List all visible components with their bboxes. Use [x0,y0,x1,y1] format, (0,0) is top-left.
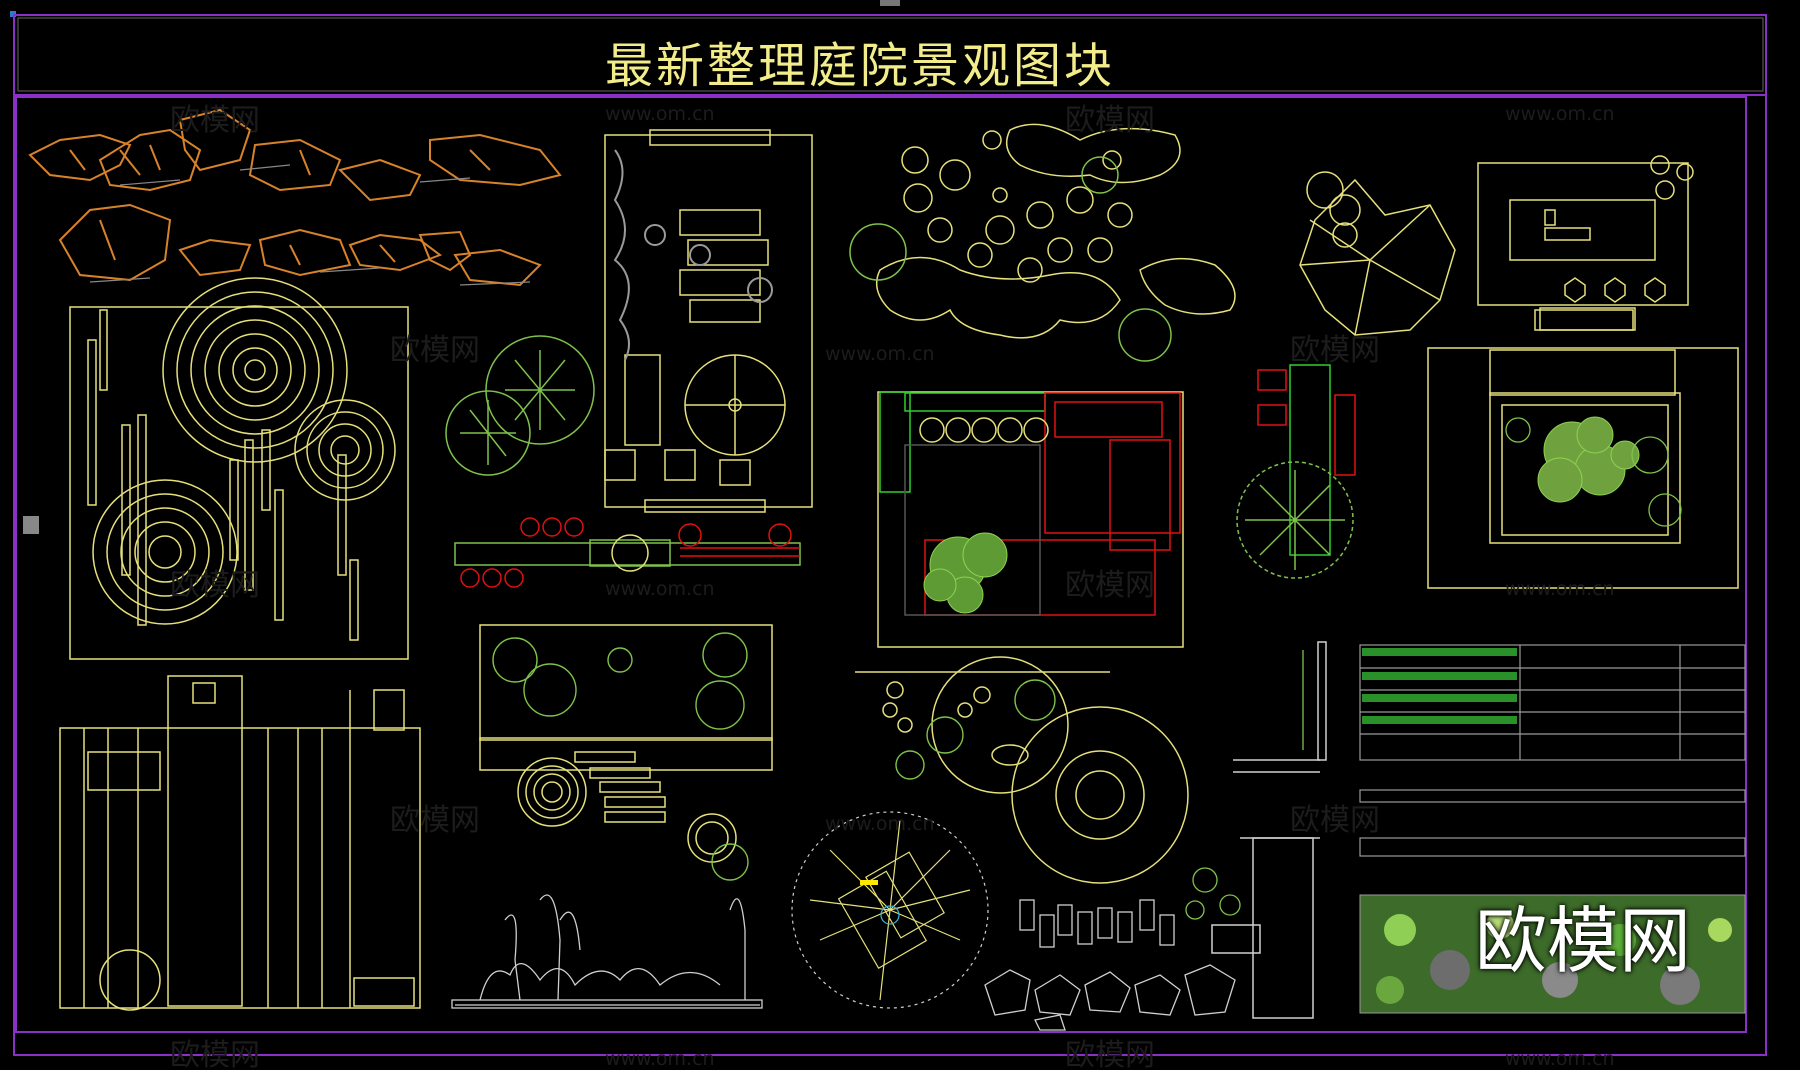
flagstone-paving [984,899,1236,1031]
svg-text:欧模网: 欧模网 [170,103,260,138]
svg-text:www.om.cn: www.om.cn [605,578,715,600]
svg-text:欧模网: 欧模网 [170,568,260,603]
svg-text:www.om.cn: www.om.cn [825,813,935,835]
wall-planter-section [1211,641,1327,1019]
rock-elevation-group [28,108,562,287]
garden-plan-red-green [877,391,1184,648]
svg-text:www.om.cn: www.om.cn [605,1048,715,1070]
green-wall-plants [1362,648,1517,724]
planter-courtyard [479,624,773,863]
svg-text:欧模网: 欧模网 [170,1038,260,1070]
wall-strips [1359,789,1746,857]
courtyard-plan [604,129,813,513]
stepping-stone-plan [875,123,1236,339]
svg-text:www.om.cn: www.om.cn [1505,103,1615,125]
side-grip-handle[interactable] [23,516,39,534]
brand-logo: 欧模网 [1475,899,1692,983]
svg-text:欧模网: 欧模网 [390,803,480,838]
svg-text:欧模网: 欧模网 [1290,333,1380,368]
svg-text:欧模网: 欧模网 [1065,103,1155,138]
root-tree-plan [791,811,989,1009]
courtyard-trees [613,149,773,361]
seating-and-tree [1236,364,1356,579]
tree-symbols [445,335,595,476]
paved-courtyard-plan [1427,347,1739,589]
watermarks: 欧模网 欧模网 欧模网 欧模网 欧模网 欧模网 欧模网 欧模网 欧模网 欧模网 … [170,103,1615,1070]
garden-tree-canopy [923,532,1008,614]
svg-text:www.om.cn: www.om.cn [825,343,935,365]
moss-panel [1359,894,1746,1014]
svg-text:www.om.cn: www.om.cn [1505,1048,1615,1070]
zen-ripple-garden [69,277,409,660]
svg-text:www.om.cn: www.om.cn [605,103,715,125]
patio-umbrella-plan [1299,155,1694,336]
drawing-title: 最新整理庭院景观图块 [604,38,1115,94]
svg-text:www.om.cn: www.om.cn [1505,578,1615,600]
planter-foliage [492,632,749,881]
svg-text:欧模网: 欧模网 [390,333,480,368]
svg-text:欧模网: 欧模网 [1290,803,1380,838]
wood-deck-plan [59,675,421,1011]
rockery-elevation [451,894,763,1009]
green-wall-elevation [1359,644,1746,761]
path-strip-elevation [454,517,801,588]
drawing-frame [13,14,1767,1056]
shrub-cluster [1537,416,1640,503]
top-scroll-handle[interactable] [880,0,900,6]
svg-text:欧模网: 欧模网 [1065,1038,1155,1070]
circle-garden-plan [855,656,1189,884]
svg-text:欧模网: 欧模网 [1065,568,1155,603]
